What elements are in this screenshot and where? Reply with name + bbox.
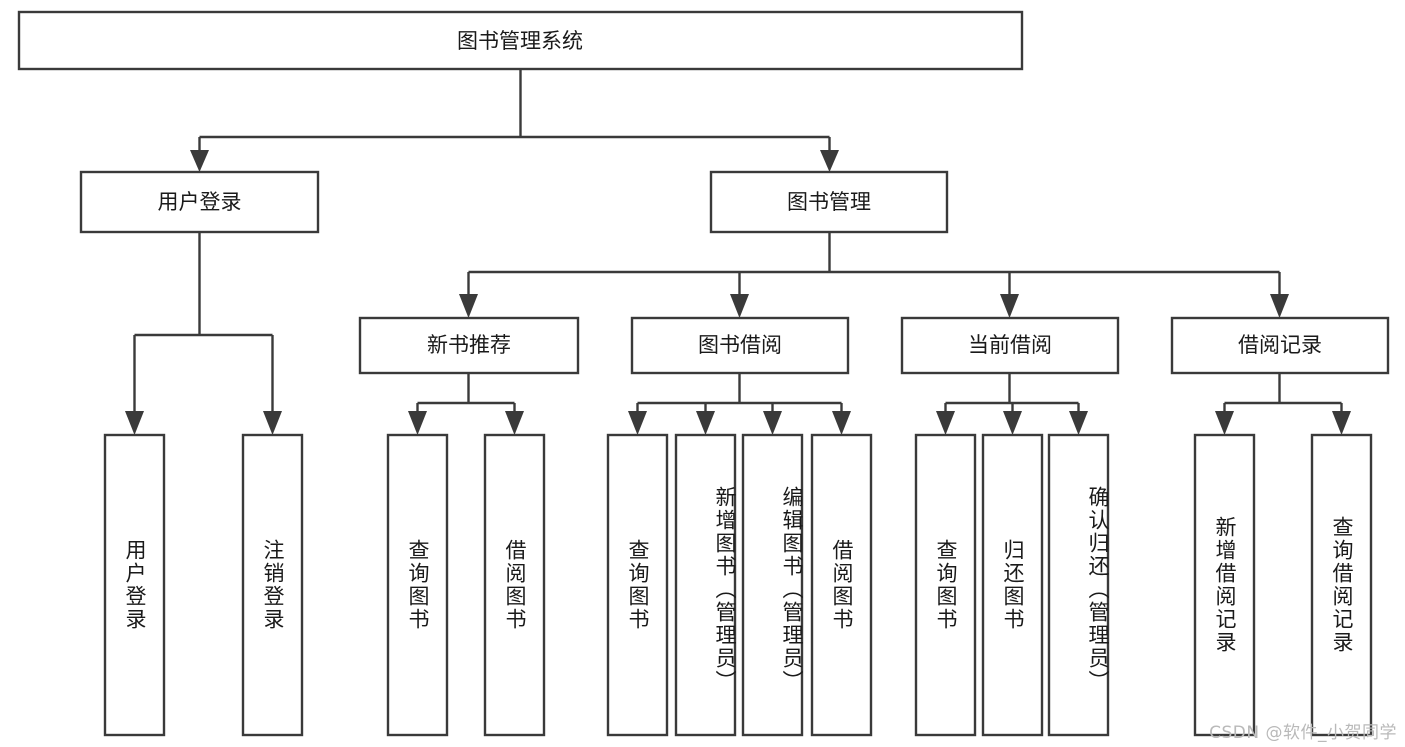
leaf-user-login-box[interactable]	[103, 433, 166, 737]
arrowhead-leaf-query-book-2	[628, 411, 647, 435]
leaf-return-book-box[interactable]	[981, 433, 1044, 737]
node-root[interactable]: 图书管理系统	[17, 10, 1024, 71]
leaf-add-record-box[interactable]	[1193, 433, 1256, 737]
arrowhead-leaf-edit-book	[763, 411, 782, 435]
leaf-query-record-box[interactable]	[1310, 433, 1373, 737]
arrowhead-leaf-query-book-3	[936, 411, 955, 435]
node-new-book-recommend-box[interactable]	[358, 316, 580, 375]
leaf-borrow-book-1-box[interactable]	[483, 433, 546, 737]
arrowhead-leaf-confirm-return	[1069, 411, 1088, 435]
arrowhead-book-borrow	[730, 294, 749, 318]
node-book-borrow-label: 图书借阅	[698, 333, 782, 357]
arrowhead-leaf-query-book-1	[408, 411, 427, 435]
arrowhead-book-manage	[820, 150, 839, 172]
arrowhead-user-login	[190, 150, 209, 172]
leaf-query-book-2-box[interactable]	[606, 433, 669, 737]
node-current-borrow-label: 当前借阅	[968, 333, 1052, 357]
leaf-add-book-box[interactable]	[674, 433, 737, 737]
arrowhead-leaf-add-record	[1215, 411, 1234, 435]
leaf-query-book-1-box[interactable]	[386, 433, 449, 737]
node-root-label: 图书管理系统	[457, 29, 583, 53]
node-book-manage[interactable]: 图书管理	[709, 170, 949, 234]
arrowhead-leaf-borrow-book-2	[832, 411, 851, 435]
arrowhead-leaf-user-login	[125, 411, 144, 435]
node-current-borrow-box[interactable]	[900, 316, 1120, 375]
arrowhead-leaf-user-logout	[263, 411, 282, 435]
leaf-query-book-3-box[interactable]	[914, 433, 977, 737]
node-book-manage-box[interactable]	[709, 170, 949, 234]
node-book-manage-label: 图书管理	[787, 190, 871, 214]
node-book-borrow[interactable]: 图书借阅	[630, 316, 850, 375]
leaf-borrow-book-2-box[interactable]	[810, 433, 873, 737]
arrowhead-leaf-query-record	[1332, 411, 1351, 435]
node-user-login[interactable]: 用户登录	[79, 170, 320, 234]
node-current-borrow[interactable]: 当前借阅	[900, 316, 1120, 375]
arrowhead-leaf-add-book	[696, 411, 715, 435]
node-book-borrow-box[interactable]	[630, 316, 850, 375]
csdn-watermark: CSDN @软件_小贺同学	[1209, 723, 1397, 743]
node-borrow-record-label: 借阅记录	[1238, 333, 1322, 357]
node-new-book-recommend[interactable]: 新书推荐	[358, 316, 580, 375]
arrowhead-leaf-borrow-book-1	[505, 411, 524, 435]
arrowhead-current-borrow	[1000, 294, 1019, 318]
leaf-edit-book-box[interactable]	[741, 433, 804, 737]
node-user-login-label: 用户登录	[158, 190, 242, 214]
node-borrow-record[interactable]: 借阅记录	[1170, 316, 1390, 375]
node-borrow-record-box[interactable]	[1170, 316, 1390, 375]
arrowhead-new-book-recommend	[459, 294, 478, 318]
node-new-book-recommend-label: 新书推荐	[427, 333, 511, 357]
arrowhead-leaf-return-book	[1003, 411, 1022, 435]
leaf-user-logout-box[interactable]	[241, 433, 304, 737]
leaf-confirm-return-box[interactable]	[1047, 433, 1110, 737]
node-root-box[interactable]	[17, 10, 1024, 71]
arrowhead-borrow-record	[1270, 294, 1289, 318]
